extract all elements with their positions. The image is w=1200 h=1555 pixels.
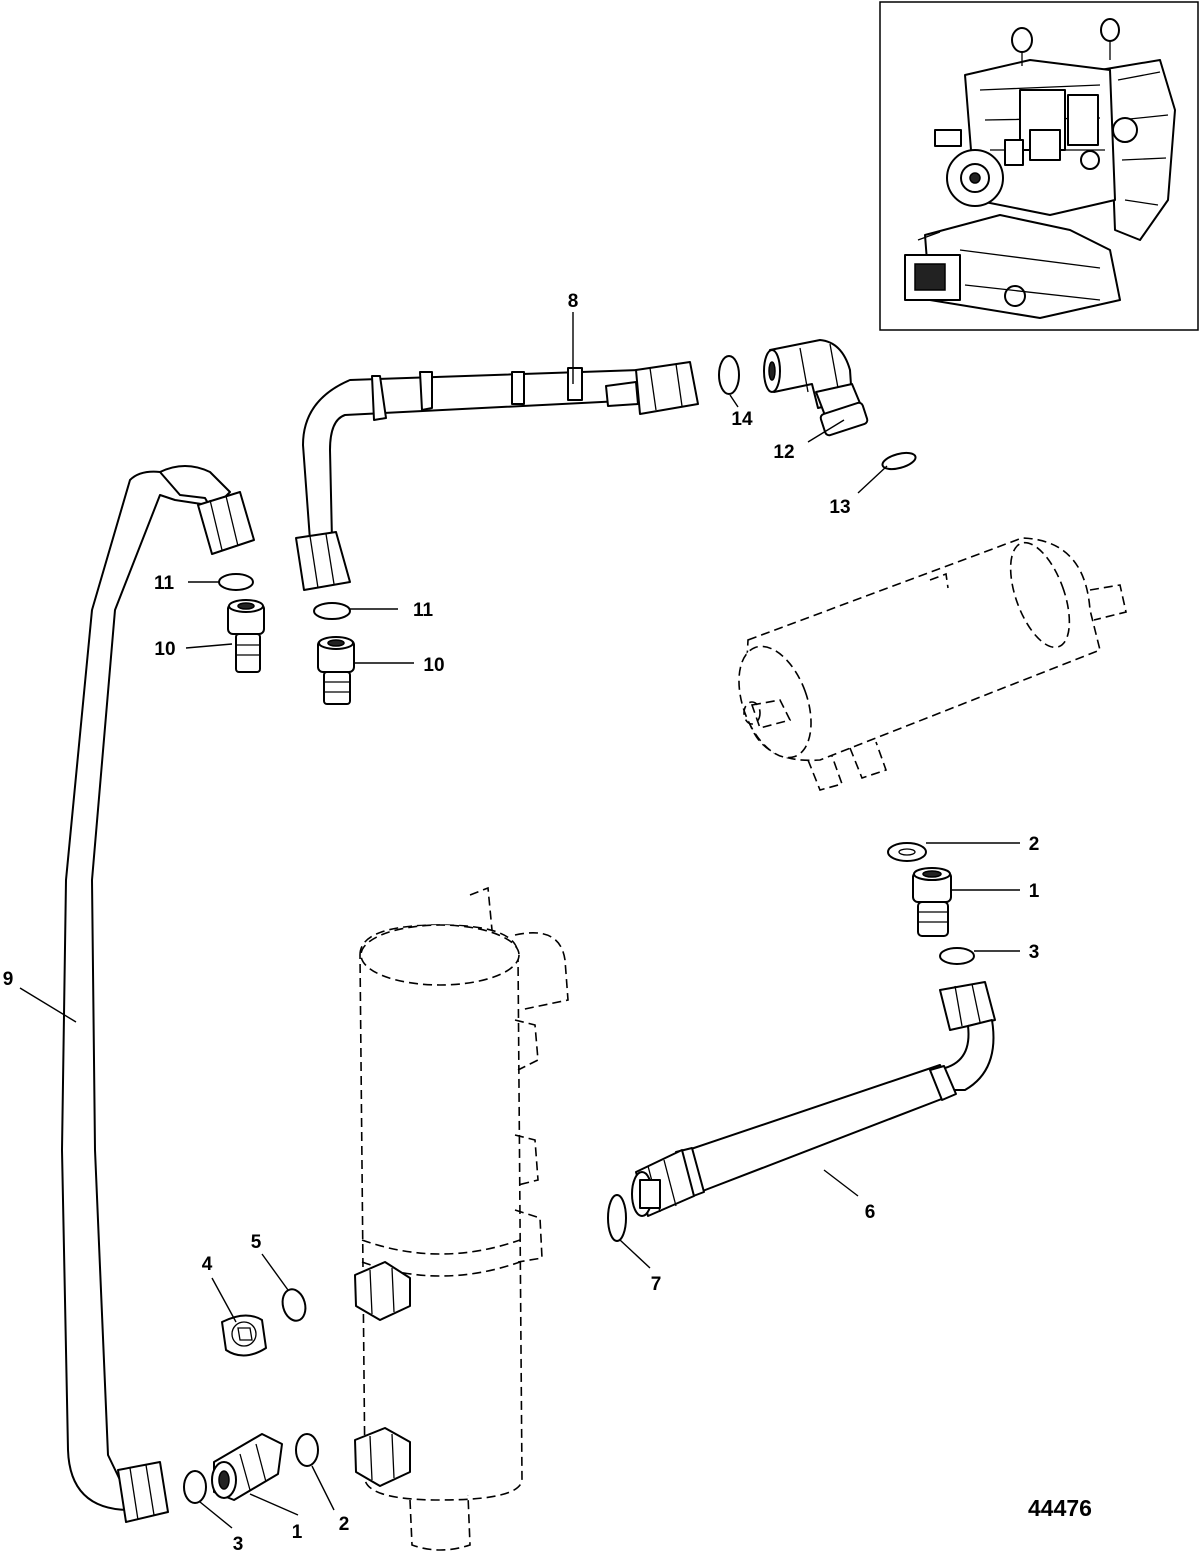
figure-number: 44476: [1028, 1495, 1092, 1521]
tube-8: [295, 361, 699, 591]
callout-10a: 10: [154, 639, 175, 660]
o-ring-11a: [218, 573, 254, 591]
callout-labels: 8 14 12 13 11 11 10 10 2 1 3 9 6 7 4 5 2…: [3, 291, 1040, 1555]
callout-12: 12: [773, 442, 794, 463]
o-ring-3a: [939, 947, 975, 965]
callout-11b: 11: [413, 600, 434, 621]
adapter-1b: [211, 1433, 283, 1501]
o-ring-7: [607, 1194, 627, 1242]
callout-7: 7: [651, 1274, 662, 1295]
cooler-phantom: [354, 886, 569, 1551]
callout-6: 6: [865, 1202, 876, 1223]
washer-2a: [887, 842, 927, 862]
callout-9: 9: [3, 969, 14, 990]
callout-2b: 2: [339, 1514, 350, 1535]
tube-6: [631, 981, 996, 1217]
leader-lines: [19, 312, 1020, 1529]
callout-8: 8: [568, 291, 579, 312]
callout-10b: 10: [423, 655, 444, 676]
o-ring-14: [718, 355, 740, 395]
callout-3b: 3: [233, 1534, 244, 1555]
callout-5: 5: [251, 1232, 262, 1253]
o-ring-13: [881, 451, 917, 471]
adapter-1a: [912, 867, 952, 937]
filter-phantom: [738, 537, 1127, 791]
washer-2b: [295, 1433, 319, 1467]
callout-3a: 3: [1029, 942, 1040, 963]
elbow-fitting-12: [763, 339, 869, 437]
callout-2a: 2: [1029, 834, 1040, 855]
o-ring-5: [281, 1288, 307, 1322]
plug-4: [221, 1314, 267, 1357]
callout-4: 4: [202, 1254, 213, 1275]
callout-14: 14: [731, 409, 753, 430]
callout-1a: 1: [1029, 881, 1040, 902]
hose-9: [61, 465, 255, 1523]
o-ring-11b: [313, 602, 351, 620]
adapter-10a: [227, 599, 265, 673]
callout-13: 13: [829, 497, 850, 518]
callout-11a: 11: [154, 573, 175, 594]
adapter-10b: [317, 636, 355, 705]
transmission-illustration: [904, 18, 1176, 319]
o-ring-3b: [183, 1470, 207, 1504]
callout-1b: 1: [292, 1522, 303, 1543]
transmission-inset: [879, 1, 1199, 331]
